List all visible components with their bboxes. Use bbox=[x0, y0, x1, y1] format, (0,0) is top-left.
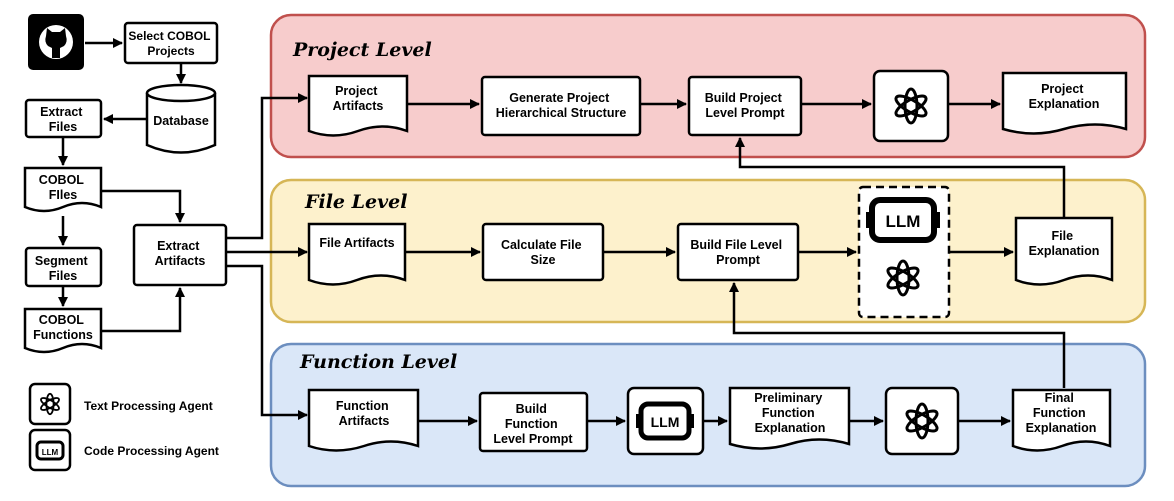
preliminary-explanation-label: Preliminary Function Explanation bbox=[754, 391, 826, 435]
function-artifacts-label: Function Artifacts bbox=[336, 399, 392, 428]
select-cobol-projects-box bbox=[123, 21, 219, 65]
cobol-files-label: COBOL FIles bbox=[39, 173, 87, 202]
extract-artifacts-label: Extract Artifacts bbox=[155, 239, 206, 268]
cobol-functions-doc bbox=[23, 307, 103, 354]
build-project-prompt-label: Build Project Level Prompt bbox=[705, 91, 786, 120]
build-file-prompt-box bbox=[676, 222, 800, 282]
llm-icon: LLM bbox=[626, 386, 705, 456]
database-label: Database bbox=[153, 114, 209, 128]
build-project-prompt-box bbox=[687, 75, 803, 137]
legend: Text Processing Agent LLM Code Processin… bbox=[28, 382, 219, 472]
svg-text:LLM: LLM bbox=[42, 448, 59, 457]
final-explanation-doc bbox=[1011, 388, 1112, 452]
file-level-title: File Level bbox=[304, 191, 407, 213]
project-artifacts-label: Project Artifacts bbox=[333, 84, 384, 113]
generate-hierarchy-label: Generate Project Hierarchical Structure bbox=[496, 91, 627, 120]
extract-files-box bbox=[24, 98, 103, 139]
legend-code-agent-label: Code Processing Agent bbox=[84, 444, 219, 458]
openai-icon bbox=[872, 69, 950, 143]
svg-text:LLM: LLM bbox=[651, 414, 680, 430]
segment-files-label: Segment Files bbox=[35, 254, 91, 283]
calculate-file-size-box bbox=[481, 222, 605, 282]
final-explanation-label: Final Function Explanation bbox=[1026, 391, 1097, 435]
openai-icon bbox=[28, 382, 72, 426]
arrow-cobol-functions-to-extract-artifacts bbox=[102, 287, 185, 333]
arrow-to-function-artifacts bbox=[227, 264, 308, 420]
arrow-file-explanation-to-project-prompt bbox=[735, 137, 1066, 217]
file-artifacts-label: File Artifacts bbox=[319, 236, 394, 250]
arrow-to-project-artifacts bbox=[227, 93, 308, 240]
llm-icon: LLM bbox=[866, 197, 940, 243]
file-explanation-doc bbox=[1014, 216, 1114, 286]
svg-text:LLM: LLM bbox=[886, 212, 921, 231]
github-icon bbox=[28, 14, 84, 70]
database-cylinder bbox=[145, 83, 217, 154]
llm-icon: LLM bbox=[28, 428, 72, 472]
project-artifacts-doc bbox=[307, 74, 409, 137]
extract-artifacts-box bbox=[132, 223, 228, 287]
calculate-file-size-label: Calculate File Size bbox=[501, 238, 585, 267]
legend-text-agent-label: Text Processing Agent bbox=[84, 399, 213, 413]
build-file-prompt-label: Build File Level Prompt bbox=[690, 238, 785, 267]
function-level-title: Function Level bbox=[299, 351, 457, 373]
cobol-functions-label: COBOL Functions bbox=[33, 313, 93, 342]
generate-hierarchy-box bbox=[480, 75, 642, 137]
segment-files-box bbox=[24, 246, 103, 288]
project-level-title: Project Level bbox=[292, 39, 432, 61]
file-explanation-label: File Explanation bbox=[1029, 229, 1100, 258]
project-explanation-label: Project Explanation bbox=[1029, 82, 1100, 111]
project-explanation-doc bbox=[1001, 71, 1128, 135]
arrow-cobol-files-to-extract-artifacts bbox=[102, 189, 185, 223]
arrow-final-explanation-to-file-prompt bbox=[729, 282, 1066, 388]
cobol-files-doc bbox=[23, 166, 103, 213]
file-artifacts-doc bbox=[307, 222, 407, 286]
function-artifacts-doc bbox=[307, 388, 420, 452]
preliminary-explanation-doc bbox=[728, 386, 851, 450]
openai-icon bbox=[884, 386, 960, 456]
extract-files-label: Extract Files bbox=[40, 105, 86, 134]
build-function-prompt-label: Build Function Level Prompt bbox=[493, 402, 573, 446]
build-function-prompt-box bbox=[478, 391, 589, 453]
select-cobol-projects-label: Select COBOL Projects bbox=[128, 29, 213, 58]
